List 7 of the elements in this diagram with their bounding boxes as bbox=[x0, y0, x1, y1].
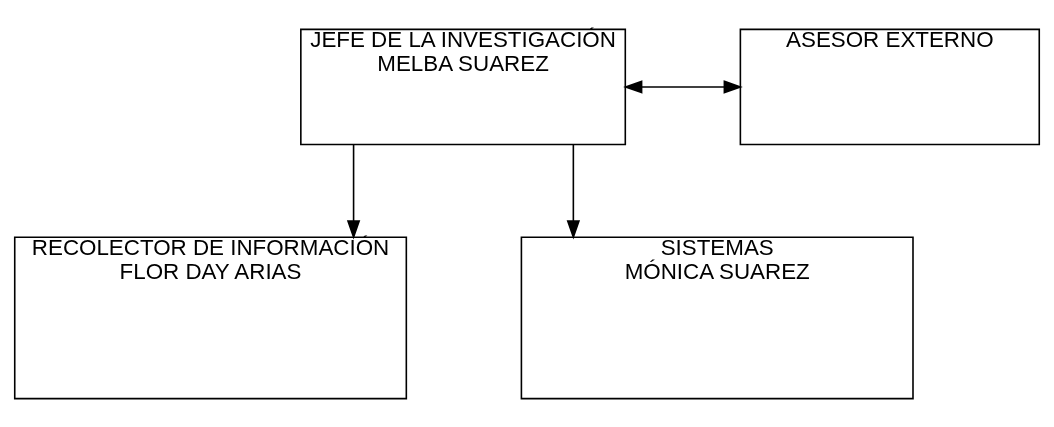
node-box: JEFE DE LA INVESTIGACIÓN MELBA SUAREZ bbox=[300, 28, 627, 145]
arrow bbox=[566, 143, 581, 239]
node-box: SISTEMAS MÓNICA SUAREZ bbox=[520, 235, 914, 399]
arrow bbox=[346, 143, 361, 239]
node-box: ASESOR EXTERNO bbox=[739, 28, 1041, 145]
node-box: RECOLECTOR DE INFORMACIÓN FLOR DAY ARIAS bbox=[13, 235, 408, 399]
arrow bbox=[623, 79, 743, 94]
